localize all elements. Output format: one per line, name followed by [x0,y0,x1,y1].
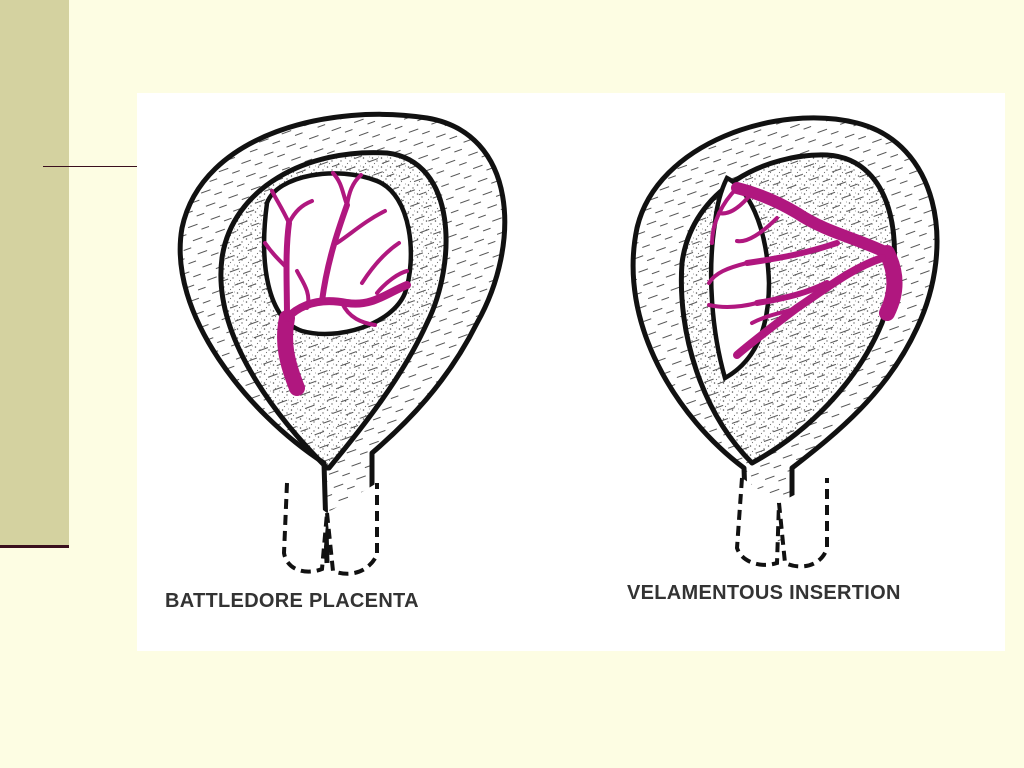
accent-bar-rule [0,545,69,548]
caption-velamentous-insertion: VELAMENTOUS INSERTION [627,582,901,604]
velamentous-uterus-diagram [630,115,940,569]
placenta-illustration [177,111,940,576]
cervix-right-half [777,478,829,569]
umbilical-vessels [263,171,411,396]
placenta-disc [261,171,414,337]
battledore-uterus-diagram [177,111,508,576]
slide-accent-bar [0,0,69,545]
cervix-left-half [281,482,329,574]
figure-panel [137,93,1005,651]
cervix-left-half [734,477,781,567]
title-rule [43,166,138,167]
caption-battledore-placenta: BATTLEDORE PLACENTA [165,590,419,612]
cervix-right-half [325,483,379,576]
umbilical-vessels [707,182,903,359]
